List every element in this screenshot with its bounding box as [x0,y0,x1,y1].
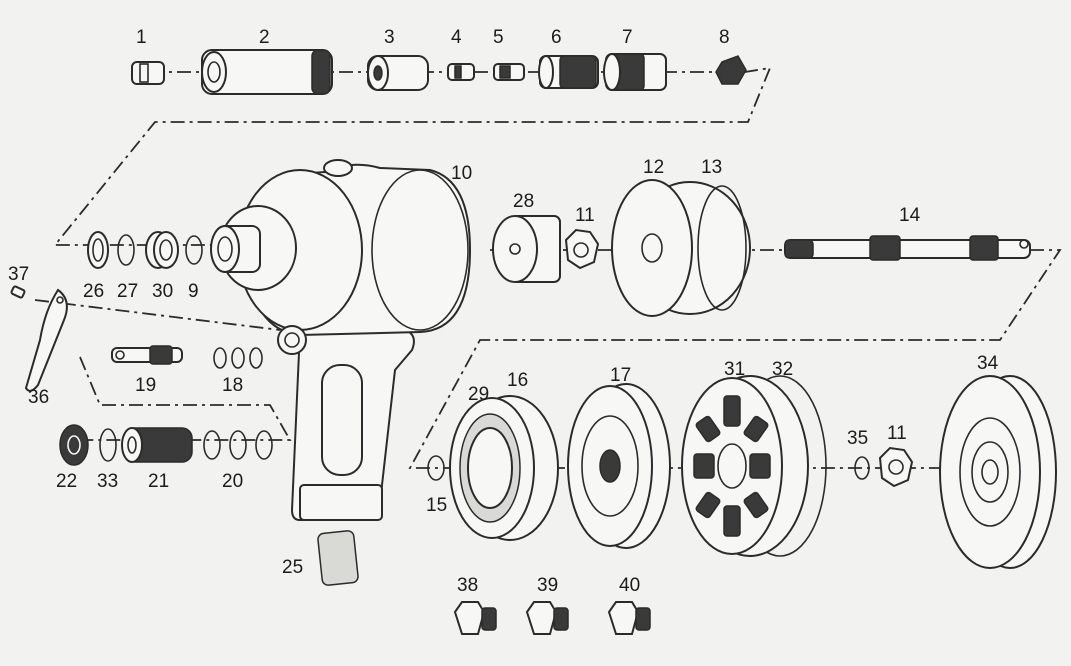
callout-33: 33 [97,471,119,492]
callout-7: 7 [622,27,633,48]
part-9-oring [185,235,203,265]
part-14-rotor-shaft [784,235,1031,261]
axis-pin-36 [34,299,281,331]
callout-9: 9 [188,281,199,302]
part-7-cage [603,53,667,91]
part-4-pin [447,63,475,81]
callout-40: 40 [619,575,641,596]
part-20-orings [203,430,273,460]
callout-28: 28 [513,191,535,212]
callout-20: 20 [222,471,244,492]
callout-12: 12 [643,157,665,178]
part-28-plate [492,215,561,283]
part-18-orings [213,347,263,369]
part-25-filter [317,530,359,586]
part-29-bearing [467,427,513,509]
callout-15: 15 [426,495,448,516]
part-2-anvil-sleeve [201,49,333,95]
callout-36: 36 [28,387,50,408]
part-35-oring [854,456,870,480]
callout-34: 34 [977,353,999,374]
callout-30: 30 [152,281,174,302]
part-22-plug [59,424,89,466]
callout-11-upper: 11 [575,205,595,226]
callout-13: 13 [701,157,723,178]
callout-21: 21 [148,471,170,492]
part-33-washer [99,428,117,462]
part-17-rear-plate [567,383,671,549]
callout-25: 25 [282,557,304,578]
callout-37: 37 [8,264,30,285]
callout-27: 27 [117,281,139,302]
callout-19: 19 [135,375,157,396]
callout-39: 39 [537,575,559,596]
callout-31: 31 [724,359,746,380]
callout-32: 32 [772,359,794,380]
part-30-bearing [145,231,179,269]
part-8-nut [715,55,747,85]
part-19-valve-stem [111,345,183,365]
part-5-pin [493,63,525,81]
callout-4: 4 [451,27,462,48]
part-3-anvil [367,55,429,91]
callout-17: 17 [610,365,632,386]
callout-5: 5 [493,27,504,48]
callout-6: 6 [551,27,562,48]
part-40-fitting [607,601,651,635]
part-31-rotor-plate [681,375,809,557]
callout-2: 2 [259,27,270,48]
part-38-fitting [453,601,497,635]
callout-38: 38 [457,575,479,596]
part-10-housing [210,159,472,521]
part-21-valve-body [121,427,193,463]
callout-22: 22 [56,471,78,492]
callout-26: 26 [83,281,105,302]
part-27-washer [117,234,135,266]
callout-14: 14 [899,205,921,226]
part-36-trigger-lever [24,288,68,392]
callout-16: 16 [507,370,529,391]
callout-11-lower: 11 [887,423,907,444]
part-13-gasket [697,185,747,311]
part-12-cylinder [611,179,751,317]
callout-8: 8 [719,27,730,48]
part-11-nut-lower [878,446,914,488]
part-26-ring [87,231,109,269]
callout-1: 1 [136,27,147,48]
callout-10: 10 [451,163,473,184]
callout-29: 29 [468,384,490,405]
part-1-bushing [131,61,165,85]
part-15-oring [427,455,445,481]
part-34-end-cap [939,375,1057,569]
callout-3: 3 [384,27,395,48]
axis-trigger-group [60,356,292,441]
part-11-nut-upper [564,228,600,270]
part-37-pin [10,285,26,299]
part-6-hammer [538,55,599,89]
part-39-fitting [525,601,569,635]
callout-35: 35 [847,428,869,449]
callout-18: 18 [222,375,244,396]
